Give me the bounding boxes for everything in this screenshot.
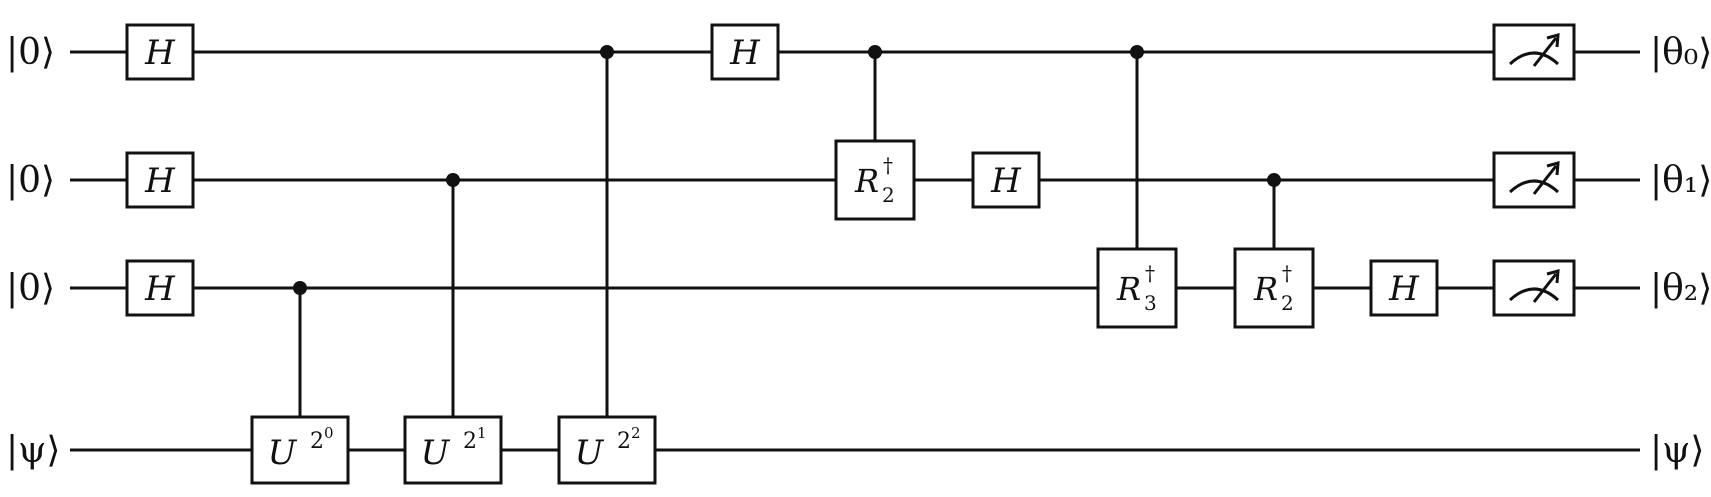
meter-arc-icon [1508, 51, 1560, 66]
unitary-label: U [421, 433, 451, 473]
controlled-rotation-box [1233, 247, 1315, 329]
rotation-subscript: 2 [882, 183, 895, 207]
controlled-unitary-box [403, 415, 503, 485]
h-gate-label: H [1388, 269, 1420, 309]
control-dot [1130, 45, 1144, 59]
output-state-label: |θ₂⟩ [1650, 268, 1711, 309]
h-gate-label: H [144, 161, 176, 201]
meter-arrowhead-icon [1546, 32, 1560, 48]
unitary-label: U [575, 433, 605, 473]
output-state-label: |θ₀⟩ [1650, 32, 1711, 73]
controlled-rotation-box [1096, 247, 1178, 329]
rotation-label: R [1253, 270, 1278, 308]
rotation-subscript: 3 [1144, 291, 1157, 315]
unitary-exponent-power: 2 [631, 424, 641, 442]
meter-arc-icon [1508, 179, 1560, 194]
h-gate-box [1369, 259, 1439, 317]
controlled-unitary-box [557, 415, 657, 485]
rotation-subscript: 2 [1281, 291, 1294, 315]
h-gate-label: H [990, 161, 1022, 201]
meter-needle-icon [1532, 37, 1558, 67]
rotation-dagger: † [883, 153, 893, 177]
unitary-exponent-power: 0 [324, 424, 334, 442]
meter-arrowhead-icon [1546, 268, 1560, 284]
meter-arrowhead-icon [1546, 160, 1560, 176]
measurement-box [1492, 151, 1576, 209]
h-gate-label: H [729, 33, 761, 73]
controlled-unitary-box [250, 415, 350, 485]
input-state-label: |0⟩ [6, 160, 55, 201]
meter-arc-icon [1508, 287, 1560, 302]
rotation-label: R [854, 162, 879, 200]
h-gate-label: H [144, 269, 176, 309]
rotation-dagger: † [1282, 261, 1292, 285]
h-gate-box [125, 151, 195, 209]
h-gate-box [971, 151, 1041, 209]
h-gate-box [710, 23, 780, 81]
rotation-dagger: † [1145, 261, 1155, 285]
rotation-label: R [1116, 270, 1141, 308]
control-dot [1267, 173, 1281, 187]
meter-needle-icon [1532, 273, 1558, 303]
output-state-label: |θ₁⟩ [1650, 160, 1711, 201]
control-dot [868, 45, 882, 59]
control-dot [600, 45, 614, 59]
controlled-rotation-box [834, 139, 916, 221]
input-state-label: |0⟩ [6, 268, 55, 309]
meter-needle-icon [1532, 165, 1558, 195]
unitary-exponent-base: 2 [463, 429, 477, 454]
h-gate-label: H [144, 33, 176, 73]
qubit-wires [70, 50, 1640, 452]
unitary-label: U [268, 433, 298, 473]
unitary-exponent-power: 1 [477, 424, 487, 442]
state-labels: |0⟩ |0⟩ |0⟩ |ψ⟩ |θ₀⟩ |θ₁⟩ |θ₂⟩ |ψ⟩ [6, 32, 1711, 471]
h-gate-box [125, 259, 195, 317]
control-lines [298, 52, 1276, 417]
unitary-exponent-base: 2 [310, 429, 324, 454]
unitary-exponent-base: 2 [617, 429, 631, 454]
control-dot [446, 173, 460, 187]
input-state-label: |ψ⟩ [6, 430, 60, 471]
control-dot [293, 281, 307, 295]
output-state-label: |ψ⟩ [1650, 430, 1704, 471]
input-state-label: |0⟩ [6, 32, 55, 73]
h-gate-box [125, 23, 195, 81]
